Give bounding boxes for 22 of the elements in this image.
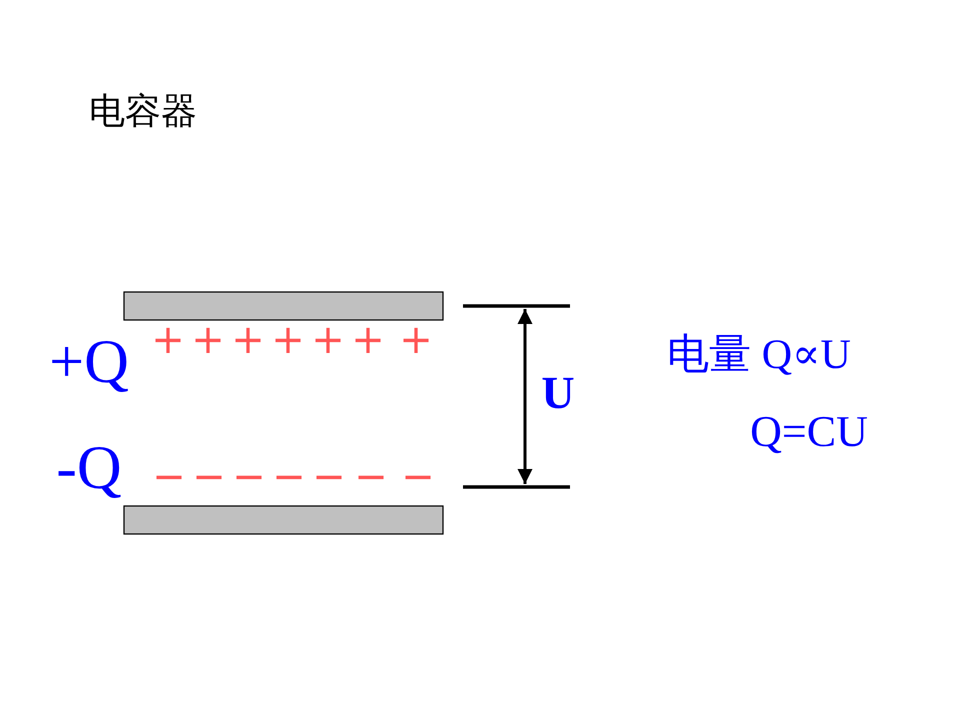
plus-sign: + xyxy=(311,320,345,360)
capacitor-plate xyxy=(123,505,444,535)
voltage-label: U xyxy=(541,370,575,416)
minus-sign: − xyxy=(272,457,306,497)
plus-sign: + xyxy=(191,320,225,360)
minus-sign: − xyxy=(401,457,435,497)
formula-text: Q=CU xyxy=(750,410,868,454)
minus-sign: − xyxy=(232,457,266,497)
minus-sign: − xyxy=(152,457,186,497)
charge-label: +Q xyxy=(49,331,129,393)
title: 电容器 xyxy=(89,94,197,130)
plus-sign: + xyxy=(399,320,433,360)
minus-sign: − xyxy=(312,457,346,497)
plus-sign: + xyxy=(271,320,305,360)
charge-label: -Q xyxy=(56,437,122,499)
minus-sign: − xyxy=(192,457,226,497)
capacitor-plate xyxy=(123,291,444,321)
plus-sign: + xyxy=(351,320,385,360)
plus-sign: + xyxy=(151,320,185,360)
minus-sign: − xyxy=(354,457,388,497)
plus-sign: + xyxy=(231,320,265,360)
formula-text: 电量 Q∝U xyxy=(667,334,851,376)
